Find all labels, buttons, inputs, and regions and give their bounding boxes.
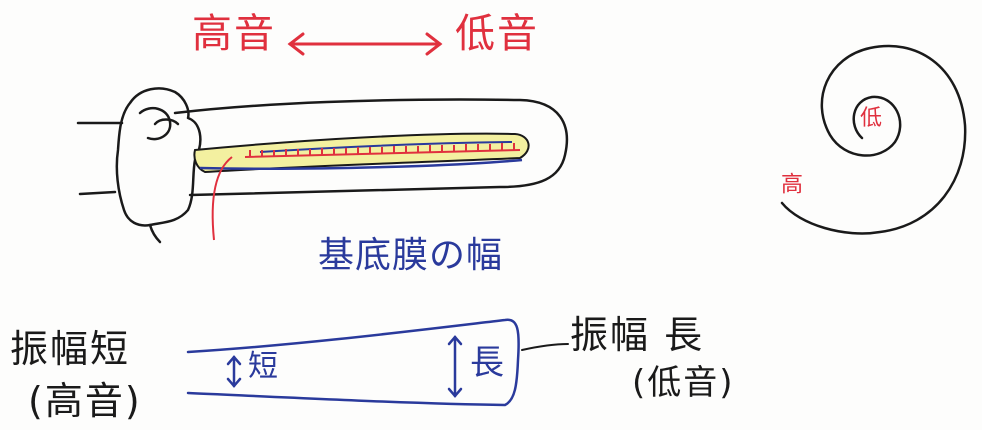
spiral-high-label: 高 (777, 172, 802, 194)
amplitude-short-label: 振幅短 (10, 327, 131, 371)
long-marker-label: 長 (470, 343, 504, 383)
short-width-arrow (226, 355, 242, 388)
right-label-pointer (521, 343, 569, 351)
spiral-low-label: 低 (860, 106, 883, 131)
short-marker-label: 短 (248, 349, 278, 384)
pitch-high-label: 高音 (192, 11, 276, 57)
basilar-membrane-upper (259, 141, 513, 153)
pitch-arrow (287, 32, 443, 56)
cochlear-duct-fill (193, 132, 530, 174)
amplitude-short-pitch: (高音) (28, 379, 142, 423)
uncoiled-cochlea (76, 87, 569, 244)
hair-cell-ticks (211, 143, 521, 241)
amplitude-long-label: 振幅 長 (570, 313, 705, 357)
basilar-width-label: 基底膜の幅 (318, 235, 504, 276)
pitch-low-label: 低音 (455, 11, 539, 57)
basilar-membrane-line (199, 158, 523, 171)
basilar-width-shape (186, 318, 520, 407)
amplitude-long-pitch: (低音) (632, 363, 735, 403)
long-width-arrow (447, 335, 463, 398)
coiled-cochlea-spiral (780, 44, 967, 235)
